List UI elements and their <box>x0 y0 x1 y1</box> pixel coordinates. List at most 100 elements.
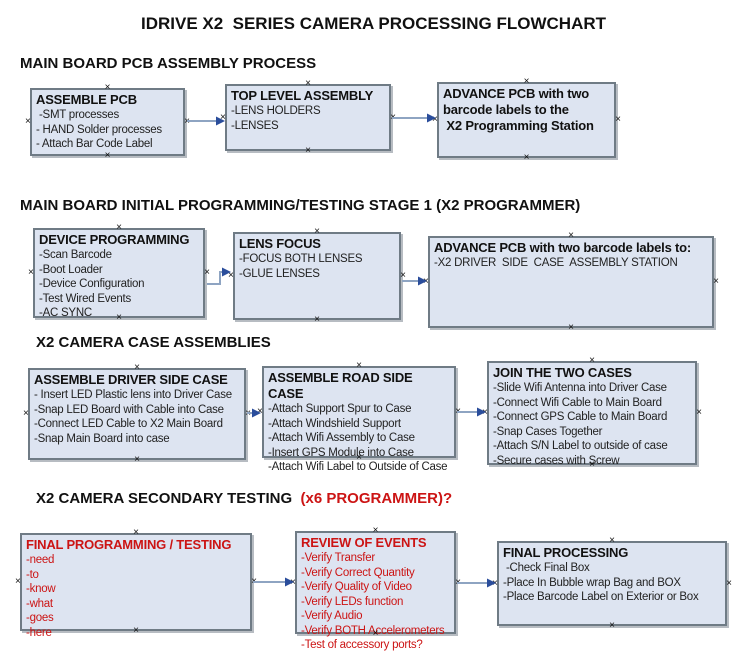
box-final-programming-testing[interactable]: FINAL PROGRAMMING / TESTING -need -to -kno… <box>15 528 257 639</box>
section-heading-pcb-assembly: MAIN BOARD PCB ASSEMBLY PROCESS <box>20 55 317 72</box>
anchor-mark-bottom: × <box>568 322 574 333</box>
box-item: -Scan Barcode <box>39 249 112 261</box>
arrow-roadside-to-join <box>457 407 486 417</box>
anchor-mark-bottom: × <box>134 454 140 465</box>
box-item-list: -Attach Support Spur to Case -Attach Wind… <box>268 402 450 475</box>
anchor-mark-bottom: × <box>523 152 530 163</box>
section-heading-black-part: X2 CAMERA SECONDARY TESTING <box>36 490 301 507</box>
box-advance-pcb-case-assembly[interactable]: ADVANCE PCB with two barcode labels to: … <box>423 231 719 333</box>
anchor-mark-right: × <box>726 577 732 589</box>
box-item: -goes <box>26 612 54 624</box>
box-title: FINAL PROCESSING <box>503 545 629 560</box>
anchor-mark-top: × <box>133 527 139 538</box>
box-item-list: -Check Final Box-Place In Bubble wrap Ba… <box>503 561 721 605</box>
box-item-list: -Slide Wifi Antenna into Driver Case -Con… <box>493 381 691 468</box>
anchor-mark-left: × <box>28 267 34 278</box>
box-item: -X2 DRIVER SIDE CASE ASSEMBLY STATION <box>434 257 678 269</box>
box-item-list: -Verify Transfer-Verify Correct Quantity… <box>301 551 450 653</box>
arrow-deviceprog-to-lensfocus <box>207 267 231 285</box>
box-assemble-road-side-case[interactable]: ASSEMBLE ROAD SIDE CASE -Attach Support … <box>257 361 461 474</box>
anchor-mark-right: × <box>390 111 396 123</box>
box-item-list: -need-to-know-what-goes-here <box>26 553 246 640</box>
box-title: REVIEW OF EVENTS <box>301 535 427 550</box>
box-item: -Snap Main Board into case <box>34 432 170 445</box>
box-item: - Attach Bar Code Label <box>36 138 153 150</box>
box-item: -Boot Loader <box>39 263 103 276</box>
box-item: -Slide Wifi Antenna into Driver Case <box>493 382 667 394</box>
box-item: -Snap LED Board with Cable into Case <box>34 403 224 416</box>
box-item: -SMT processes <box>36 109 119 121</box>
page-title: IDRIVE X2 SERIES CAMERA PROCESSING FLOWC… <box>140 14 607 33</box>
box-item: -Attach S/N Label to outside of case <box>493 440 668 452</box>
box-assemble-pcb[interactable]: ASSEMBLE PCB -SMT processes- HAND Solder… <box>25 83 190 161</box>
anchor-mark-top: × <box>372 525 379 536</box>
box-device-programming[interactable]: DEVICE PROGRAMMING -Scan Barcode -Boot Lo… <box>28 223 210 323</box>
anchor-mark-left: × <box>492 577 498 589</box>
box-join-the-two-cases[interactable]: JOIN THE TWO CASES -Slide Wifi Antenna i… <box>482 356 702 470</box>
box-item: -Place Barcode Label on Exterior or Box <box>503 591 699 603</box>
box-item: -Connect GPS Cable to Main Board <box>493 411 668 423</box>
box-item: -FOCUS BOTH LENSES <box>239 253 363 265</box>
anchor-mark-right: × <box>400 270 406 281</box>
arrow-toplevel-to-advance1 <box>392 113 436 123</box>
box-title: ASSEMBLE ROAD SIDE CASE <box>268 370 416 401</box>
anchor-mark-top: × <box>116 222 122 233</box>
box-title: ASSEMBLE PCB <box>36 92 137 107</box>
anchor-mark-top: × <box>305 78 311 89</box>
anchor-mark-top: × <box>589 355 595 366</box>
box-review-of-events[interactable]: REVIEW OF EVENTS -Verify Transfer-Verify… <box>290 526 461 652</box>
anchor-mark-right: × <box>245 408 251 419</box>
box-item: -Snap Cases Together <box>493 425 603 438</box>
section-heading-secondary-testing: X2 CAMERA SECONDARY TESTING (x6 PROGRAMM… <box>36 490 452 507</box>
box-item: -LENS HOLDERS <box>231 105 321 117</box>
anchor-mark-top: × <box>523 76 530 87</box>
box-item: -what <box>26 597 53 610</box>
anchor-mark-left: × <box>290 576 296 588</box>
box-item: -Insert GPS Module into Case <box>268 446 414 459</box>
box-assemble-driver-side-case[interactable]: ASSEMBLE DRIVER SIDE CASE - Insert LED P… <box>23 363 251 465</box>
box-item: -Verify Quality of Video <box>301 581 412 593</box>
box-item: - Insert LED Plastic lens into Driver Ca… <box>34 389 232 401</box>
anchor-mark-bottom: × <box>305 145 311 156</box>
box-item: -Attach Windshield Support <box>268 417 401 430</box>
box-item: -Verify Correct Quantity <box>301 566 415 579</box>
box-item: -need <box>26 554 55 566</box>
anchor-mark-right: × <box>251 576 257 587</box>
box-item-list: -FOCUS BOTH LENSES -GLUE LENSES <box>239 252 395 281</box>
box-item: -know <box>26 583 56 595</box>
anchor-mark-right: × <box>204 267 210 278</box>
anchor-mark-bottom: × <box>314 314 320 325</box>
anchor-mark-left: × <box>15 576 21 587</box>
box-title: FINAL PROGRAMMING / TESTING <box>26 537 232 552</box>
anchor-mark-left: × <box>482 407 488 418</box>
box-item: -to <box>26 568 39 581</box>
anchor-mark-right: × <box>455 406 461 417</box>
anchor-mark-right: × <box>455 576 461 588</box>
box-item-list: -LENS HOLDERS-LENSES <box>231 104 385 133</box>
anchor-mark-top: × <box>314 226 320 237</box>
anchor-mark-top: × <box>104 82 111 93</box>
anchor-mark-right: × <box>184 116 190 127</box>
box-item: -Attach Wifi Label to Outside of Case <box>268 461 448 473</box>
anchor-mark-right: × <box>696 407 702 418</box>
anchor-mark-bottom: × <box>104 150 111 161</box>
box-top-level-assembly[interactable]: TOP LEVEL ASSEMBLY -LENS HOLDERS-LENSES … <box>220 79 396 156</box>
arrow-driverside-to-roadside <box>247 408 261 418</box>
box-item: -GLUE LENSES <box>239 267 320 280</box>
box-title: ADVANCE PCB with two barcode labels to t… <box>443 86 594 133</box>
box-item: -Connect Wifi Cable to Main Board <box>493 396 662 409</box>
arrow-assemble-to-toplevel <box>187 116 225 126</box>
box-lens-focus[interactable]: LENS FOCUS -FOCUS BOTH LENSES-GLUE LENSE… <box>228 227 406 325</box>
box-item: -AC SYNC <box>39 307 92 319</box>
box-title: DEVICE PROGRAMMING <box>39 232 190 247</box>
box-title: JOIN THE TWO CASES <box>493 365 632 380</box>
anchor-mark-left: × <box>257 406 263 417</box>
box-item: -Attach Support Spur to Case <box>268 403 412 415</box>
box-advance-pcb-programming-station[interactable]: ADVANCE PCB with two barcode labels to t… <box>432 77 621 163</box>
section-heading-case-assemblies: X2 CAMERA CASE ASSEMBLIES <box>36 334 271 351</box>
box-item: -Verify BOTH Accelerometers <box>301 624 445 637</box>
anchor-mark-left: × <box>25 116 31 127</box>
box-title: ASSEMBLE DRIVER SIDE CASE <box>34 372 228 387</box>
box-final-processing[interactable]: FINAL PROCESSING -Check Final Box-Place … <box>492 536 732 631</box>
anchor-mark-right: × <box>713 276 719 287</box>
